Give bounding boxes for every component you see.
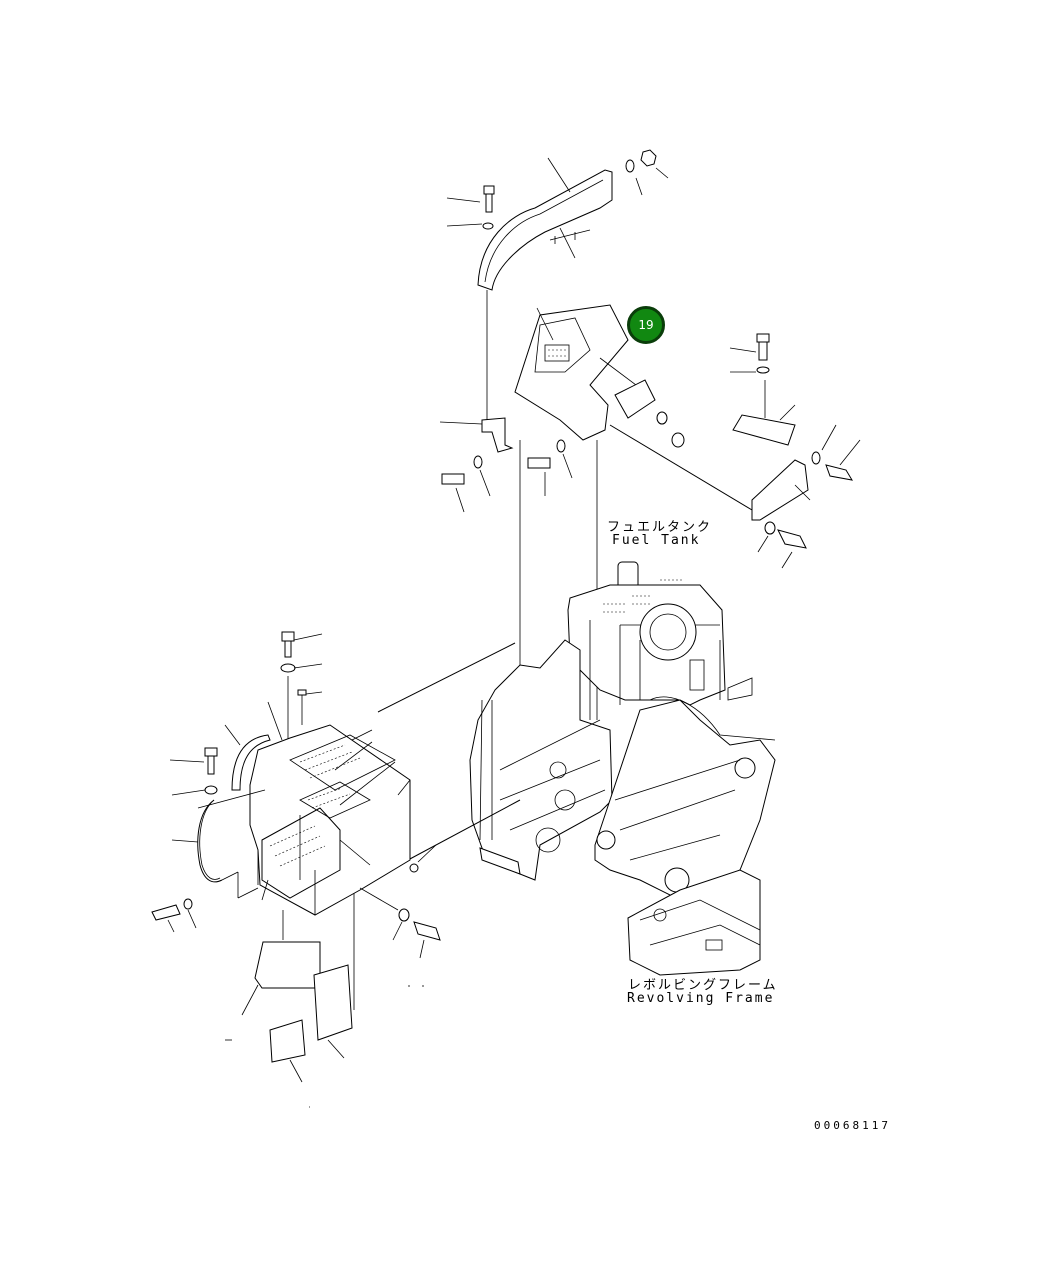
nut-washer-top xyxy=(625,149,669,196)
callout-19-badge[interactable]: 19 xyxy=(627,306,665,344)
bolts-under-panel xyxy=(441,439,573,513)
right-bracket-part xyxy=(609,333,861,569)
handrail-strip-part xyxy=(224,701,283,791)
drawing-number-label: 00068117 xyxy=(814,1119,891,1132)
bracket-left xyxy=(439,417,514,453)
bolt-top-left xyxy=(446,185,495,230)
fuel-tank-jp-label: フュエルタンク xyxy=(607,520,713,535)
step-pads-part xyxy=(225,941,424,1108)
small-plate-part xyxy=(614,379,685,448)
fuel-tank-en-label: Fuel Tank xyxy=(612,533,701,548)
cover-panel-part xyxy=(514,304,641,441)
revolving-frame-en-label: Revolving Frame xyxy=(627,991,775,1006)
grab-handle-part xyxy=(151,747,266,933)
fuel-tank-body xyxy=(567,561,753,720)
revolving-frame-jp-label: レボルビングフレーム xyxy=(628,978,778,993)
revolving-frame-body xyxy=(469,639,776,976)
step-box-part xyxy=(249,631,437,916)
top-rail-part xyxy=(477,157,613,291)
step-box-bolts-right xyxy=(282,887,441,1010)
